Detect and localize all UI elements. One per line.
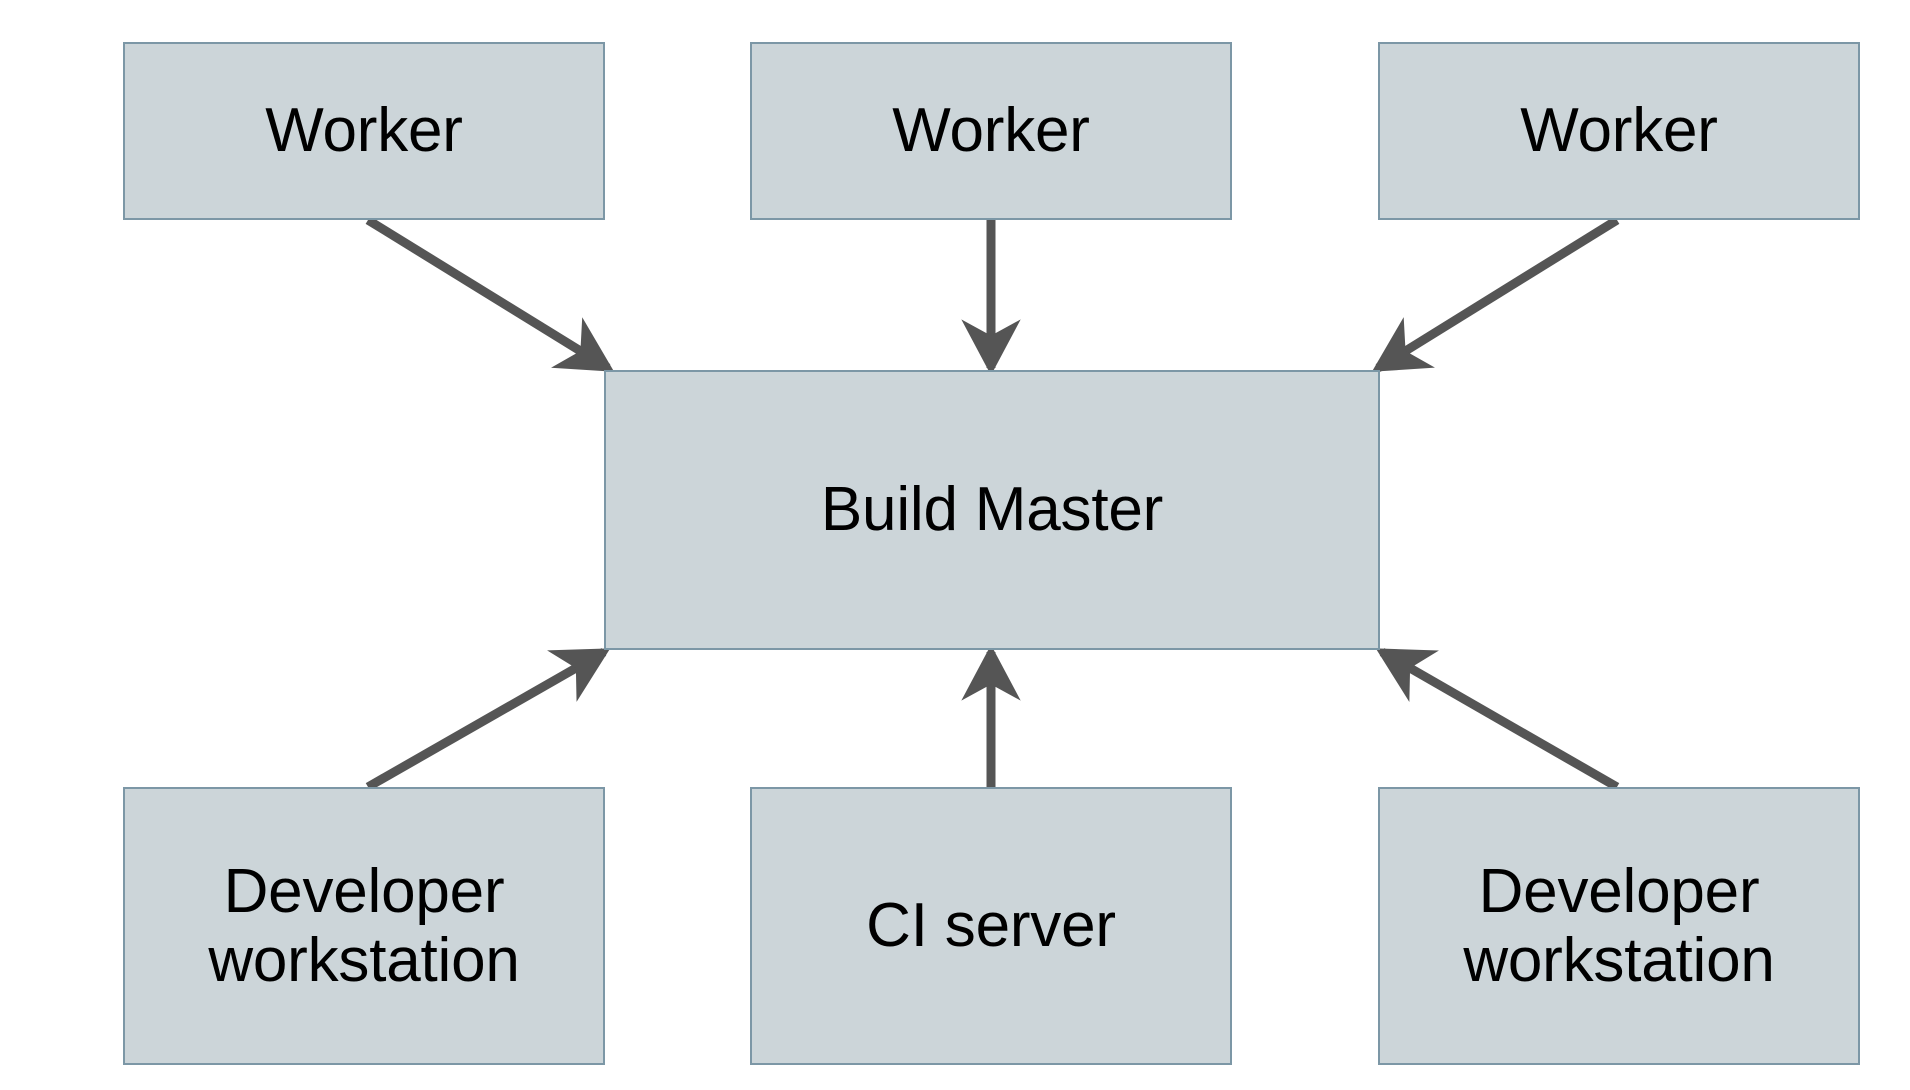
node-build-master[interactable]: Build Master <box>604 370 1380 650</box>
node-label: Worker <box>892 96 1090 166</box>
node-worker-top-right[interactable]: Worker <box>1378 42 1860 220</box>
edge-worker-tr-to-master <box>1371 216 1620 372</box>
node-label: Worker <box>265 96 463 166</box>
node-label: Worker <box>1520 96 1718 166</box>
node-worker-top-left[interactable]: Worker <box>123 42 605 220</box>
node-label: CI server <box>866 891 1116 961</box>
node-developer-workstation-left[interactable]: Developer workstation <box>123 787 605 1065</box>
node-ci-server[interactable]: CI server <box>750 787 1232 1065</box>
edge-devws-right-to-master <box>1375 648 1620 791</box>
node-developer-workstation-right[interactable]: Developer workstation <box>1378 787 1860 1065</box>
node-label: Developer workstation <box>1463 856 1775 995</box>
node-label: Developer workstation <box>208 856 520 995</box>
edge-devws-left-to-master <box>365 648 611 791</box>
edge-worker-tl-to-master <box>365 216 615 372</box>
node-worker-top-center[interactable]: Worker <box>750 42 1232 220</box>
node-label: Build Master <box>820 475 1164 545</box>
